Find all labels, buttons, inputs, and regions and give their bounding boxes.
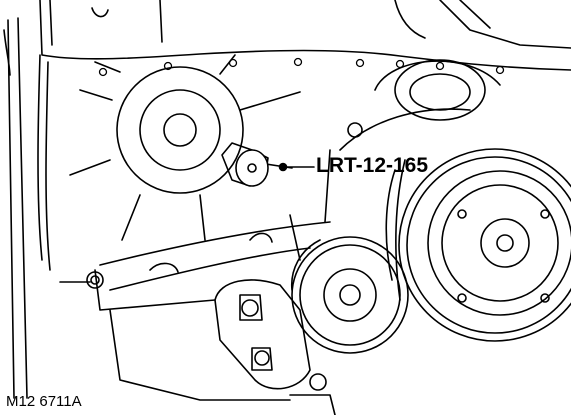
- tool-label: LRT-12-165: [316, 154, 429, 177]
- tensioner-bracket: [214, 279, 336, 415]
- lower-casing: [59, 149, 331, 401]
- compressor-pulley: [385, 148, 571, 342]
- tensioner-pulley: [290, 236, 409, 354]
- timing-cover-outline: [37, 0, 571, 271]
- plug-tool: [221, 142, 269, 187]
- upper-idler-pulley: [339, 59, 501, 151]
- cover-bolts: [98, 57, 505, 77]
- crankshaft-boss: [69, 54, 301, 241]
- dipstick-tube: [3, 17, 28, 399]
- reference-code: M12 6711A: [6, 393, 82, 410]
- tool-leader-line: [278, 162, 315, 172]
